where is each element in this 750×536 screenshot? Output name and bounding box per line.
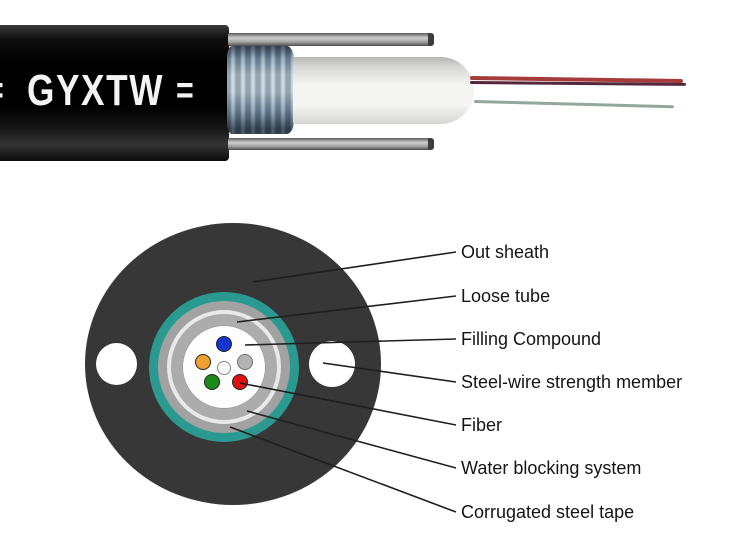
steel-wire-hole-left (96, 343, 137, 385)
fiber-dot-orange (195, 354, 211, 370)
label-filling-compound: Filling Compound (461, 329, 602, 349)
steel-wire-top (228, 33, 434, 46)
loose-tube-photo (293, 57, 474, 124)
jacket-print-eq-left: = (0, 70, 4, 113)
corrugated-steel-tape-section (227, 46, 294, 134)
fiber-dot-green (204, 374, 220, 390)
jacket-print-text: GYXTW (27, 66, 165, 115)
steel-wire-hole-right (309, 341, 355, 387)
fiber-dot-red (232, 374, 248, 390)
fiber-dot-blue (216, 336, 232, 352)
steel-wire-bottom (228, 138, 434, 150)
label-steel-wire-strength-member: Steel-wire strength member (461, 372, 683, 392)
label-water-blocking-system: Water blocking system (461, 458, 642, 478)
center-strength-dot (217, 361, 231, 375)
jacket-print-eq-right: = (176, 69, 194, 112)
label-loose-tube: Loose tube (461, 286, 551, 306)
label-fiber: Fiber (461, 415, 503, 435)
fiber-dot-gray (237, 354, 253, 370)
label-out-sheath: Out sheath (461, 242, 550, 262)
label-corrugated-steel-tape: Corrugated steel tape (461, 502, 635, 522)
fiber-strand-green (473, 100, 674, 109)
fiber-strand-maroon (469, 81, 687, 86)
cable-jacket: = GYXTW = (0, 25, 229, 161)
